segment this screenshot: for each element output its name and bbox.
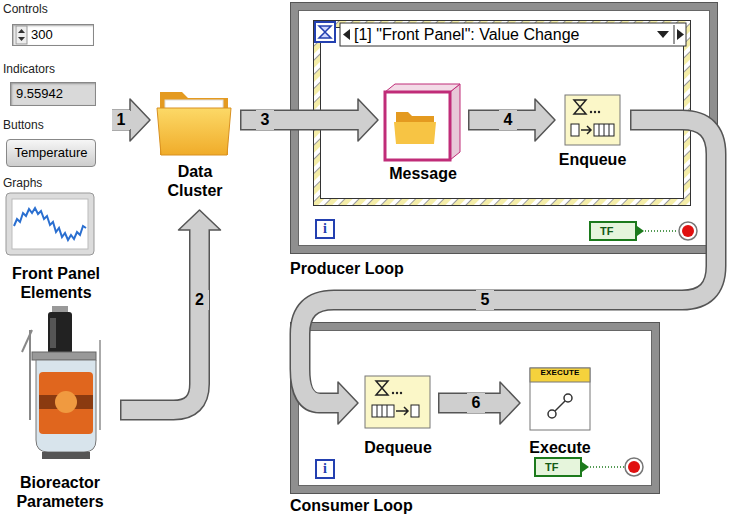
text-slot: [1] "Front Panel": Value Change bbox=[354, 24, 654, 46]
loop-frame bbox=[295, 327, 656, 490]
text-slot: 9.55942 bbox=[16, 85, 92, 103]
node-label: 300 bbox=[31, 26, 91, 44]
graph-widget bbox=[6, 193, 94, 255]
bioreactor: Bioreactor Parameters bbox=[0, 310, 120, 517]
enqueue-icon bbox=[565, 95, 620, 145]
text-slot: Bioreactor Parameters bbox=[4, 473, 116, 511]
node-label: Execute bbox=[520, 438, 600, 457]
numeric-indicator: 9.55942 bbox=[10, 82, 96, 106]
block-arrow bbox=[468, 99, 555, 141]
callout-number: 4 bbox=[499, 110, 517, 130]
message-icon bbox=[385, 84, 460, 160]
text-slot: 3 bbox=[256, 110, 274, 130]
arrow-outline bbox=[120, 230, 200, 410]
node-label: [1] "Front Panel": Value Change bbox=[354, 24, 654, 46]
block-arrow bbox=[438, 382, 520, 424]
text-slot: Consumer Loop bbox=[290, 496, 490, 515]
text-slot: Buttons bbox=[3, 118, 103, 133]
arrow-body bbox=[122, 227, 200, 410]
loop-edge bbox=[299, 331, 652, 486]
execute-icon bbox=[530, 368, 590, 430]
text-slot: Indicators bbox=[3, 62, 103, 77]
node-label: 9.55942 bbox=[16, 85, 92, 103]
enqueue-node: Enqueue bbox=[555, 92, 630, 175]
event-header bbox=[315, 22, 686, 46]
message-node: Message bbox=[378, 82, 468, 185]
event-inner bbox=[321, 28, 684, 199]
node-label: Temperature bbox=[7, 144, 95, 162]
callout-number: 3 bbox=[256, 110, 274, 130]
text-slot: EXECUTE bbox=[530, 367, 590, 379]
text-slot: 4 bbox=[499, 110, 517, 130]
arrow-body bbox=[440, 394, 504, 412]
numeric-control: 300 bbox=[12, 24, 94, 46]
node-label: Producer Loop bbox=[290, 259, 490, 278]
dequeue-icon bbox=[365, 376, 430, 428]
spinner-arrows bbox=[15, 25, 29, 45]
node-label: Front Panel Elements bbox=[0, 264, 112, 302]
loop-edge bbox=[291, 323, 660, 494]
text-slot: Graphs bbox=[3, 176, 103, 191]
text-slot: TF bbox=[535, 458, 581, 476]
node-label: Dequeue bbox=[358, 438, 438, 457]
text-slot: 6 bbox=[467, 393, 485, 413]
text-slot: i bbox=[316, 460, 334, 478]
stop-terminal: TF bbox=[590, 222, 636, 240]
node-label: Bioreactor Parameters bbox=[4, 473, 116, 511]
text-slot: Execute bbox=[520, 438, 600, 457]
execute-node: EXECUTE Execute bbox=[520, 366, 600, 460]
panel-group: ControlsIndicatorsButtonsGraphsFront Pan… bbox=[0, 0, 112, 304]
text-slot: Message bbox=[378, 164, 468, 183]
stop-terminal: TF bbox=[535, 458, 581, 476]
node-label: EXECUTE bbox=[530, 367, 590, 379]
node-label: Enqueue bbox=[555, 150, 630, 169]
arrow-body bbox=[242, 111, 362, 129]
iteration-terminal: i bbox=[316, 220, 334, 238]
node-label: Message bbox=[378, 164, 468, 183]
text-slot: Producer Loop bbox=[290, 259, 490, 278]
dequeue-node: Dequeue bbox=[358, 372, 438, 460]
text-slot: 2 bbox=[191, 290, 209, 310]
bioreactor-illustration bbox=[22, 306, 100, 459]
data-cluster: Data Cluster bbox=[150, 78, 240, 210]
block-arrow bbox=[112, 99, 150, 141]
node-label: Controls bbox=[3, 2, 103, 17]
loop-terminals bbox=[316, 220, 697, 478]
arrow-outline bbox=[112, 110, 130, 131]
block-arrow bbox=[240, 99, 378, 141]
node-label: Buttons bbox=[3, 118, 103, 133]
text-slot: i bbox=[316, 220, 334, 238]
text-slot: 300 bbox=[31, 26, 91, 44]
callout-number: 1 bbox=[112, 110, 130, 130]
text-button: Temperature bbox=[6, 139, 96, 167]
node-label: Graphs bbox=[3, 176, 103, 191]
node-label: Consumer Loop bbox=[290, 496, 490, 515]
text-slot: Temperature bbox=[7, 144, 95, 162]
callout-number: 6 bbox=[467, 393, 485, 413]
text-slot: Data Cluster bbox=[160, 162, 230, 200]
text-slot: Front Panel Elements bbox=[0, 264, 112, 302]
text-slot: TF bbox=[590, 222, 636, 240]
arrow-body bbox=[470, 111, 539, 129]
block-arrow bbox=[120, 210, 221, 410]
iteration-terminal: i bbox=[316, 460, 334, 478]
text-slot: 1 bbox=[112, 110, 130, 130]
node-label: Data Cluster bbox=[160, 162, 230, 200]
folder-icon bbox=[157, 92, 231, 155]
text-slot: Enqueue bbox=[555, 150, 630, 169]
callout-number: 2 bbox=[191, 290, 209, 310]
text-slot: Controls bbox=[3, 2, 103, 17]
callout-number: 5 bbox=[476, 290, 494, 310]
node-label: Indicators bbox=[3, 62, 103, 77]
text-slot: Dequeue bbox=[358, 438, 438, 457]
text-slot: 5 bbox=[476, 290, 494, 310]
